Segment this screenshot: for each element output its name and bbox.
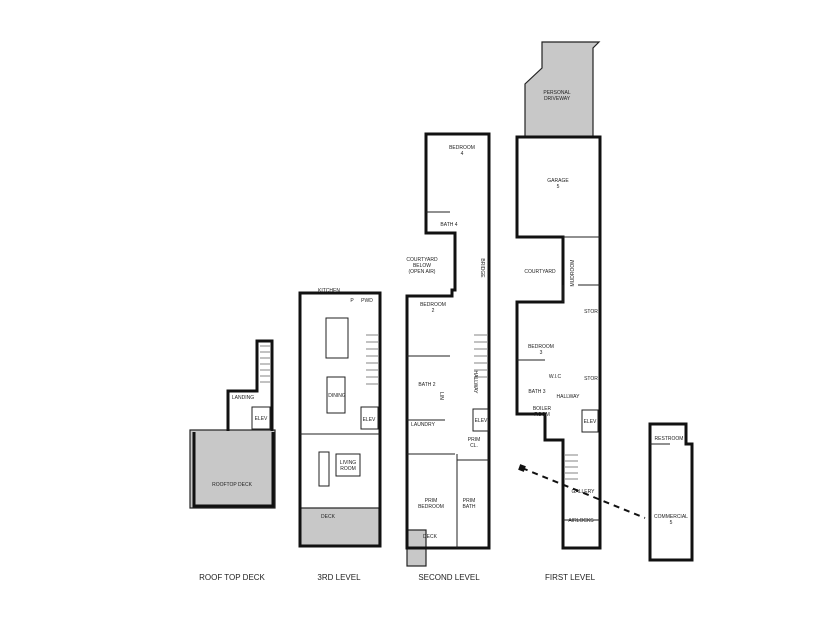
room-label-elev: ELEV [255, 416, 268, 422]
room-label-mudroom: MUDROOM [570, 260, 576, 287]
room-label-landing: LANDING [232, 395, 254, 401]
room-label-stor-2: STOR [584, 376, 598, 382]
room-label-dining: DINING [328, 393, 346, 399]
room-label-driveway: DRIVEWAY [544, 96, 571, 102]
level-label-third: 3RD LEVEL [317, 573, 361, 582]
room-label-boiler: BOILER [533, 406, 552, 412]
room-label-living: LIVING [340, 460, 357, 466]
room-label-stor-1: STOR [584, 309, 598, 315]
level-label-first: FIRST LEVEL [545, 573, 596, 582]
room-label-personal: PERSONAL [543, 90, 570, 96]
wall [298, 291, 382, 548]
room-label-bedroom-2: BEDROOM [420, 302, 446, 308]
elevator [581, 409, 599, 433]
commercial-plan: RESTROOM COMMERCIAL 5 [648, 422, 694, 562]
room-label-prim-bedroom: PRIM [425, 498, 438, 504]
room-label-courtyard: COURTYARD [524, 269, 556, 275]
sofa [318, 451, 330, 487]
room-label-bath-2: BATH 2 [418, 382, 435, 388]
stairs [474, 334, 487, 378]
room-label-commercial: COMMERCIAL [654, 514, 688, 520]
room-label-garage: GARAGE [547, 178, 569, 184]
room-label-elev: ELEV [363, 417, 376, 423]
room-label-airlocks: AIRLOCKS [568, 518, 594, 524]
elevator [251, 406, 271, 430]
room-label-courtyard-below: COURTYARD [406, 257, 438, 263]
elevator [472, 408, 489, 432]
connector-marker [518, 464, 526, 472]
roof-top-deck-plan: LANDING ELEV ROOFTOP DECK ROOF TOP DECK [189, 339, 276, 582]
room-label-garage-number: 5 [557, 184, 560, 190]
elevator [360, 406, 379, 430]
room-label-prim-bath: PRIM [463, 498, 476, 504]
dashed-connector-line [521, 467, 646, 519]
room-label-prim-bath-2: BATH [463, 504, 476, 510]
wall [192, 432, 275, 508]
room-label-pwd: PWD [361, 298, 373, 304]
coffee-table [335, 453, 361, 477]
room-label-deck: DECK [423, 534, 438, 540]
stairs [366, 334, 378, 385]
room-label-prim-bedroom-2: BEDROOM [418, 504, 444, 510]
room-label-lin: LIN [438, 392, 444, 400]
room-label-pantry: P [350, 298, 354, 304]
dining-table [326, 376, 346, 414]
wall [405, 132, 491, 550]
room-label-elev: ELEV [475, 418, 488, 424]
room-label-wic: W.I.C [549, 374, 562, 380]
room-label-room: ROOM [340, 466, 356, 472]
room-label-boiler-room: ROOM [534, 412, 550, 418]
level-label-second: SECOND LEVEL [418, 573, 480, 582]
room-label-commercial-number: 5 [670, 520, 673, 526]
room-label-bedroom-4-number: 4 [461, 151, 464, 157]
level-label-roof: ROOF TOP DECK [199, 573, 265, 582]
wall [226, 339, 274, 431]
room-label-bedroom-3-number: 3 [540, 350, 543, 356]
kitchen-island [325, 317, 349, 359]
room-label-kitchen: KITCHEN [318, 288, 340, 294]
room-label-elev: ELEV [584, 419, 597, 425]
first-level-plan: PERSONAL DRIVEWAY GARAGE 5 COURTYARD MUD… [515, 41, 602, 582]
wall [515, 135, 602, 550]
room-label-rooftop-deck: ROOFTOP DECK [212, 482, 252, 488]
room-label-prim-cl-2: CL. [470, 443, 478, 449]
room-label-bedroom-2-number: 2 [432, 308, 435, 314]
room-label-gallery: GALLERY [572, 489, 596, 495]
wall [648, 422, 694, 562]
room-label-prim-cl: PRIM [468, 437, 481, 443]
deck-area [299, 507, 380, 547]
second-level-plan: BEDROOM 4 BATH 4 COURTYARD BELOW (OPEN A… [405, 132, 491, 582]
room-label-deck: DECK [321, 514, 336, 520]
room-label-bedroom-4: BEDROOM [449, 145, 475, 151]
room-label-courtyard-below-2: BELOW [413, 263, 431, 269]
room-label-bedroom-3: BEDROOM [528, 344, 554, 350]
room-label-laundry: LAUNDRY [411, 422, 435, 428]
room-label-bath-4: BATH 4 [440, 222, 457, 228]
room-label-bridge: BRIDGE [479, 258, 485, 278]
room-label-bath-3: BATH 3 [528, 389, 545, 395]
room-label-courtyard-open-air: (OPEN AIR) [409, 269, 436, 275]
rooftop-deck-area [189, 429, 276, 509]
stairs [565, 454, 578, 480]
room-label-hallway: HALLWAY [557, 394, 581, 400]
third-level-plan: KITCHEN P PWD DINING ELEV LIVING ROOM DE… [298, 288, 382, 582]
room-label-hallway: HALLWAY [472, 371, 478, 395]
room-label-restroom: RESTROOM [655, 436, 684, 442]
stairs [260, 345, 270, 383]
